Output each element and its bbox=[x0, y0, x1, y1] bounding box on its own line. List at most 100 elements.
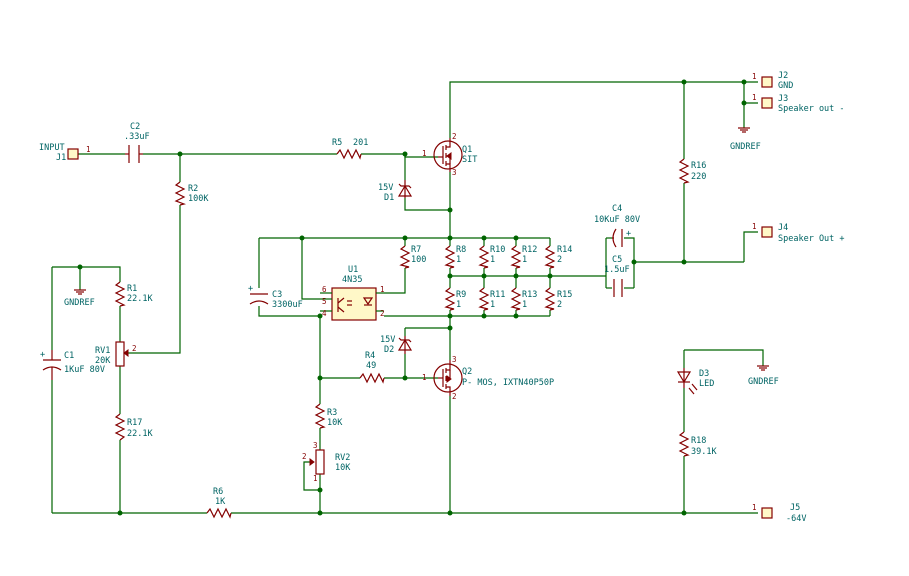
resistor-ref: R14 bbox=[557, 245, 572, 255]
resistor-r11[interactable]: R11 1 bbox=[478, 287, 505, 311]
resistor-ref: R2 bbox=[188, 184, 198, 194]
resistor-r16[interactable]: R16 220 bbox=[678, 158, 706, 184]
resistor-r17[interactable]: R17 22.1K bbox=[114, 413, 153, 441]
resistor-r7[interactable]: R7 100 bbox=[399, 245, 426, 269]
connector-j1-pin: 1 bbox=[86, 145, 91, 154]
capacitor-c4[interactable]: + C4 10KuF 80V bbox=[594, 204, 640, 248]
resistor-r15[interactable]: R15 2 bbox=[544, 287, 572, 311]
diode-ref: D2 bbox=[384, 345, 394, 355]
capacitor-value: 1KuF 80V bbox=[64, 365, 105, 375]
resistor-r9[interactable]: R9 1 bbox=[444, 287, 466, 311]
connector-j3-pin: 1 bbox=[752, 93, 757, 102]
ground-symbol-gndref-3: GNDREF bbox=[748, 365, 779, 387]
resistor-r12[interactable]: R12 1 bbox=[510, 245, 537, 269]
diode-value: 15V bbox=[380, 335, 395, 345]
connector-j2-value: GND bbox=[778, 81, 793, 91]
capacitor-value: 3300uF bbox=[272, 300, 303, 310]
zener-diode-d2[interactable]: 15V D2 bbox=[380, 335, 413, 355]
capacitor-c1[interactable]: + C1 1KuF 80V bbox=[40, 350, 105, 380]
resistor-value: 22.1K bbox=[127, 429, 153, 439]
resistor-r6[interactable]: R6 1K bbox=[206, 487, 232, 519]
resistor-ref: R16 bbox=[691, 161, 706, 171]
connector-j4[interactable]: J4 Speaker Out + 1 bbox=[752, 222, 845, 244]
ground-label: GNDREF bbox=[64, 298, 95, 308]
resistor-r4[interactable]: R4 49 bbox=[359, 351, 385, 384]
transistor-value: SIT bbox=[462, 155, 477, 165]
capacitor-ref: C4 bbox=[612, 204, 622, 214]
resistor-r2[interactable]: R2 100K bbox=[174, 181, 209, 206]
optocoupler-u1[interactable]: U1 4N35 6 5 4 1 2 bbox=[320, 265, 385, 321]
pot-ref: RV2 bbox=[335, 453, 350, 463]
capacitor-c3[interactable]: + C3 3300uF bbox=[248, 284, 303, 310]
resistor-r5[interactable]: R5 201 bbox=[332, 138, 368, 160]
resistor-ref: R18 bbox=[691, 436, 706, 446]
wires bbox=[51, 81, 764, 514]
resistor-value: 1 bbox=[522, 255, 527, 265]
transistor-value: P- MOS, IXTN40P50P bbox=[462, 378, 554, 388]
resistor-ref: R7 bbox=[411, 245, 421, 255]
diode-ref: D3 bbox=[699, 369, 709, 379]
ic-ref: U1 bbox=[348, 265, 358, 275]
capacitor-c2[interactable]: C2 .33uF bbox=[124, 122, 150, 163]
connector-j5[interactable]: J5 -64V 1 bbox=[752, 503, 806, 524]
potentiometer-rv2[interactable]: RV2 10K 3 2 1 bbox=[302, 441, 351, 483]
diode-ref: D1 bbox=[384, 193, 394, 203]
connector-j3[interactable]: J3 Speaker out - 1 bbox=[752, 93, 845, 114]
resistor-ref: R15 bbox=[557, 290, 572, 300]
resistor-ref: R17 bbox=[127, 418, 142, 428]
ground-label: GNDREF bbox=[730, 142, 761, 152]
capacitor-ref: C3 bbox=[272, 290, 282, 300]
ic-pin-2: 2 bbox=[380, 309, 385, 318]
pot-pin-bot: 1 bbox=[313, 474, 318, 483]
transistor-q2[interactable]: Q2 P- MOS, IXTN40P50P 3 1 2 bbox=[422, 355, 554, 401]
led-d3[interactable]: D3 LED bbox=[676, 368, 714, 395]
resistor-r10[interactable]: R10 1 bbox=[478, 245, 505, 269]
resistor-r3[interactable]: R3 10K bbox=[314, 403, 343, 429]
polarity-plus: + bbox=[40, 350, 45, 360]
resistor-value: 1 bbox=[490, 300, 495, 310]
resistor-value: 49 bbox=[366, 361, 376, 371]
capacitor-ref: C2 bbox=[130, 122, 140, 132]
transistor-pin-source: 3 bbox=[452, 355, 457, 364]
pot-value: 20K bbox=[95, 356, 111, 366]
resistor-ref: R10 bbox=[490, 245, 505, 255]
capacitor-c5[interactable]: C5 1.5uF bbox=[604, 255, 630, 297]
connector-j2-ref: J2 bbox=[778, 71, 788, 81]
polarity-plus: + bbox=[626, 229, 631, 239]
ic-pin-4: 4 bbox=[322, 309, 327, 318]
connector-j5-ref: J5 bbox=[790, 503, 800, 513]
transistor-q1[interactable]: Q1 SIT 2 1 3 bbox=[422, 132, 477, 177]
capacitor-value: .33uF bbox=[124, 132, 150, 142]
resistor-value: 10K bbox=[327, 418, 343, 428]
potentiometer-rv1[interactable]: RV1 20K 2 bbox=[95, 341, 137, 367]
transistor-ref: Q1 bbox=[462, 145, 472, 155]
capacitor-ref: C5 bbox=[612, 255, 622, 265]
resistor-r8[interactable]: R8 1 bbox=[444, 245, 466, 269]
ic-pin-1: 1 bbox=[380, 285, 385, 294]
ic-value: 4N35 bbox=[342, 275, 362, 285]
resistor-value: 1 bbox=[522, 300, 527, 310]
resistor-r1[interactable]: R1 22.1K bbox=[114, 281, 153, 307]
transistor-pin-gate: 1 bbox=[422, 149, 427, 158]
connector-j1-ref: J1 bbox=[56, 153, 66, 163]
resistor-ref: R13 bbox=[522, 290, 537, 300]
resistor-r14[interactable]: R14 2 bbox=[544, 245, 572, 269]
pot-value: 10K bbox=[335, 463, 351, 473]
resistor-value: 2 bbox=[557, 255, 562, 265]
resistor-value: 1 bbox=[456, 255, 461, 265]
capacitor-value: 10KuF 80V bbox=[594, 215, 640, 225]
zener-diode-d1[interactable]: 15V D1 bbox=[378, 180, 413, 203]
connector-j2[interactable]: J2 GND 1 bbox=[752, 71, 793, 91]
polarity-plus: + bbox=[248, 284, 253, 294]
resistor-r13[interactable]: R13 1 bbox=[510, 287, 537, 311]
connector-j4-pin: 1 bbox=[752, 222, 757, 231]
resistor-ref: R8 bbox=[456, 245, 466, 255]
transistor-pin-drain: 2 bbox=[452, 392, 457, 401]
connector-j1[interactable]: INPUT J1 1 bbox=[39, 143, 91, 163]
pot-pin-top: 3 bbox=[313, 441, 318, 450]
resistor-ref: R5 bbox=[332, 138, 342, 148]
transistor-pin-gate: 1 bbox=[422, 373, 427, 382]
capacitor-value: 1.5uF bbox=[604, 265, 630, 275]
resistor-r18[interactable]: R18 39.1K bbox=[678, 431, 717, 457]
